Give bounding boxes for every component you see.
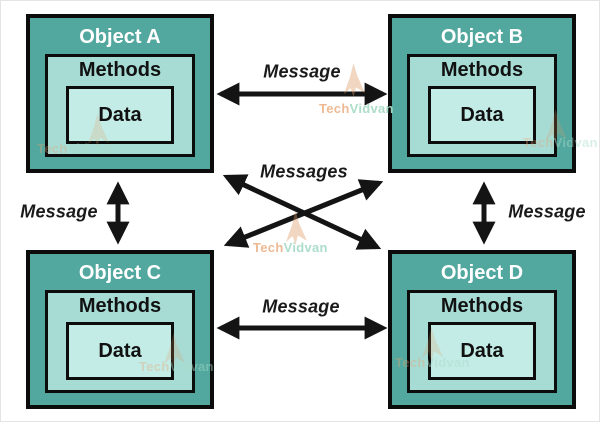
label-message-top: Message <box>263 61 341 82</box>
data-label-a: Data <box>98 103 142 126</box>
object-title-b: Object B <box>440 26 524 48</box>
data-box-c: Data <box>66 322 174 380</box>
label-message-center: Messages <box>260 161 348 182</box>
data-box-d: Data <box>428 322 536 380</box>
data-label-c: Data <box>98 339 142 362</box>
label-message-right: Message <box>508 201 586 222</box>
label-message-bottom: Message <box>262 296 340 317</box>
methods-label-b: Methods <box>440 59 524 81</box>
data-label-b: Data <box>460 103 504 126</box>
methods-label-a: Methods <box>78 59 162 81</box>
object-title-a: Object A <box>79 26 161 48</box>
label-message-left: Message <box>20 201 98 222</box>
methods-label-d: Methods <box>440 295 524 317</box>
arrow-c-b <box>223 179 384 248</box>
data-box-b: Data <box>428 86 536 144</box>
object-title-c: Object C <box>78 262 162 284</box>
data-box-a: Data <box>66 86 174 144</box>
methods-label-c: Methods <box>78 295 162 317</box>
object-title-d: Object D <box>440 262 524 284</box>
data-label-d: Data <box>460 339 504 362</box>
